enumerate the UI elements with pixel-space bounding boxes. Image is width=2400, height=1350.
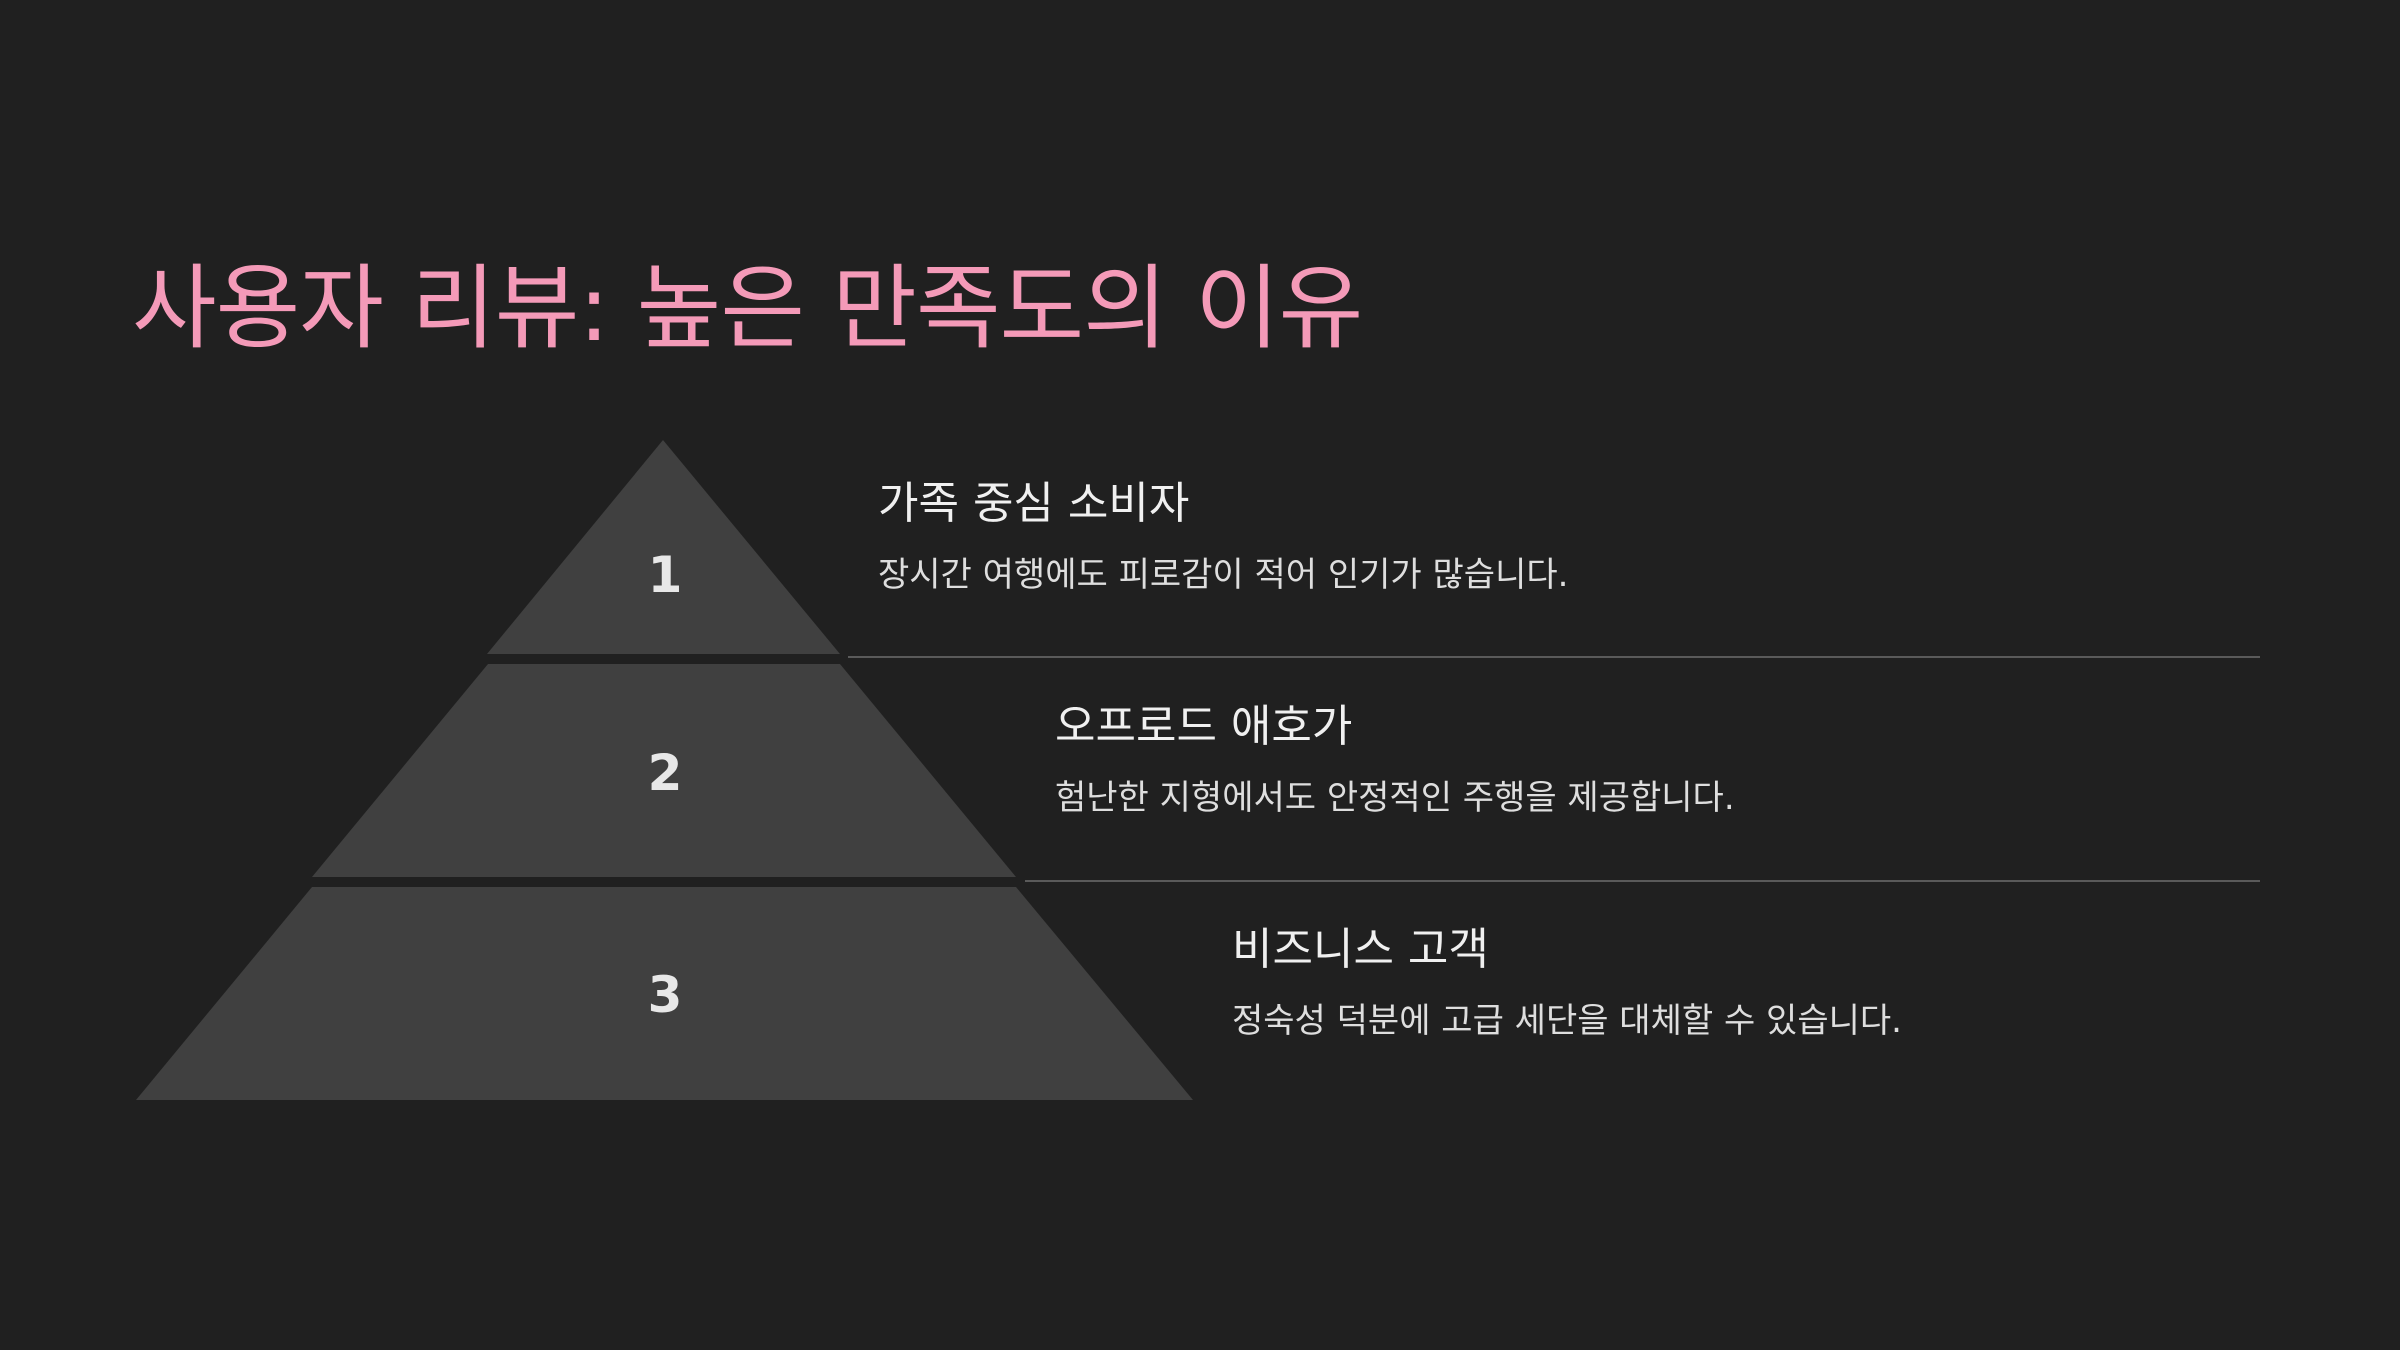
tier-3-number: 3	[648, 966, 683, 1024]
tier-3-heading: 비즈니스 고객	[1232, 924, 1489, 975]
pyramid-tier-2	[312, 664, 1016, 877]
tier-3-description: 정숙성 덕분에 고급 세단을 대체할 수 있습니다.	[1232, 1001, 1902, 1041]
tier-3-text: 비즈니스 고객 정숙성 덕분에 고급 세단을 대체할 수 있습니다.	[1232, 920, 1902, 1044]
pyramid-tier-1	[487, 440, 840, 654]
tier-2-number: 2	[648, 744, 683, 802]
tier-2-heading: 오프로드 애호가	[1055, 701, 1353, 752]
tier-1-heading: 가족 중심 소비자	[878, 478, 1190, 529]
tier-1-text: 가족 중심 소비자 장시간 여행에도 피로감이 적어 인기가 많습니다.	[878, 474, 1568, 598]
tier-1-number: 1	[648, 546, 683, 604]
tier-2-description: 험난한 지형에서도 안정적인 주행을 제공합니다.	[1055, 778, 1735, 818]
page-title: 사용자 리뷰: 높은 만족도의 이유	[132, 255, 1363, 362]
tier-1-description: 장시간 여행에도 피로감이 적어 인기가 많습니다.	[878, 555, 1569, 595]
tier-2-text: 오프로드 애호가 험난한 지형에서도 안정적인 주행을 제공합니다.	[1055, 697, 1735, 821]
pyramid-tier-3	[136, 887, 1193, 1100]
